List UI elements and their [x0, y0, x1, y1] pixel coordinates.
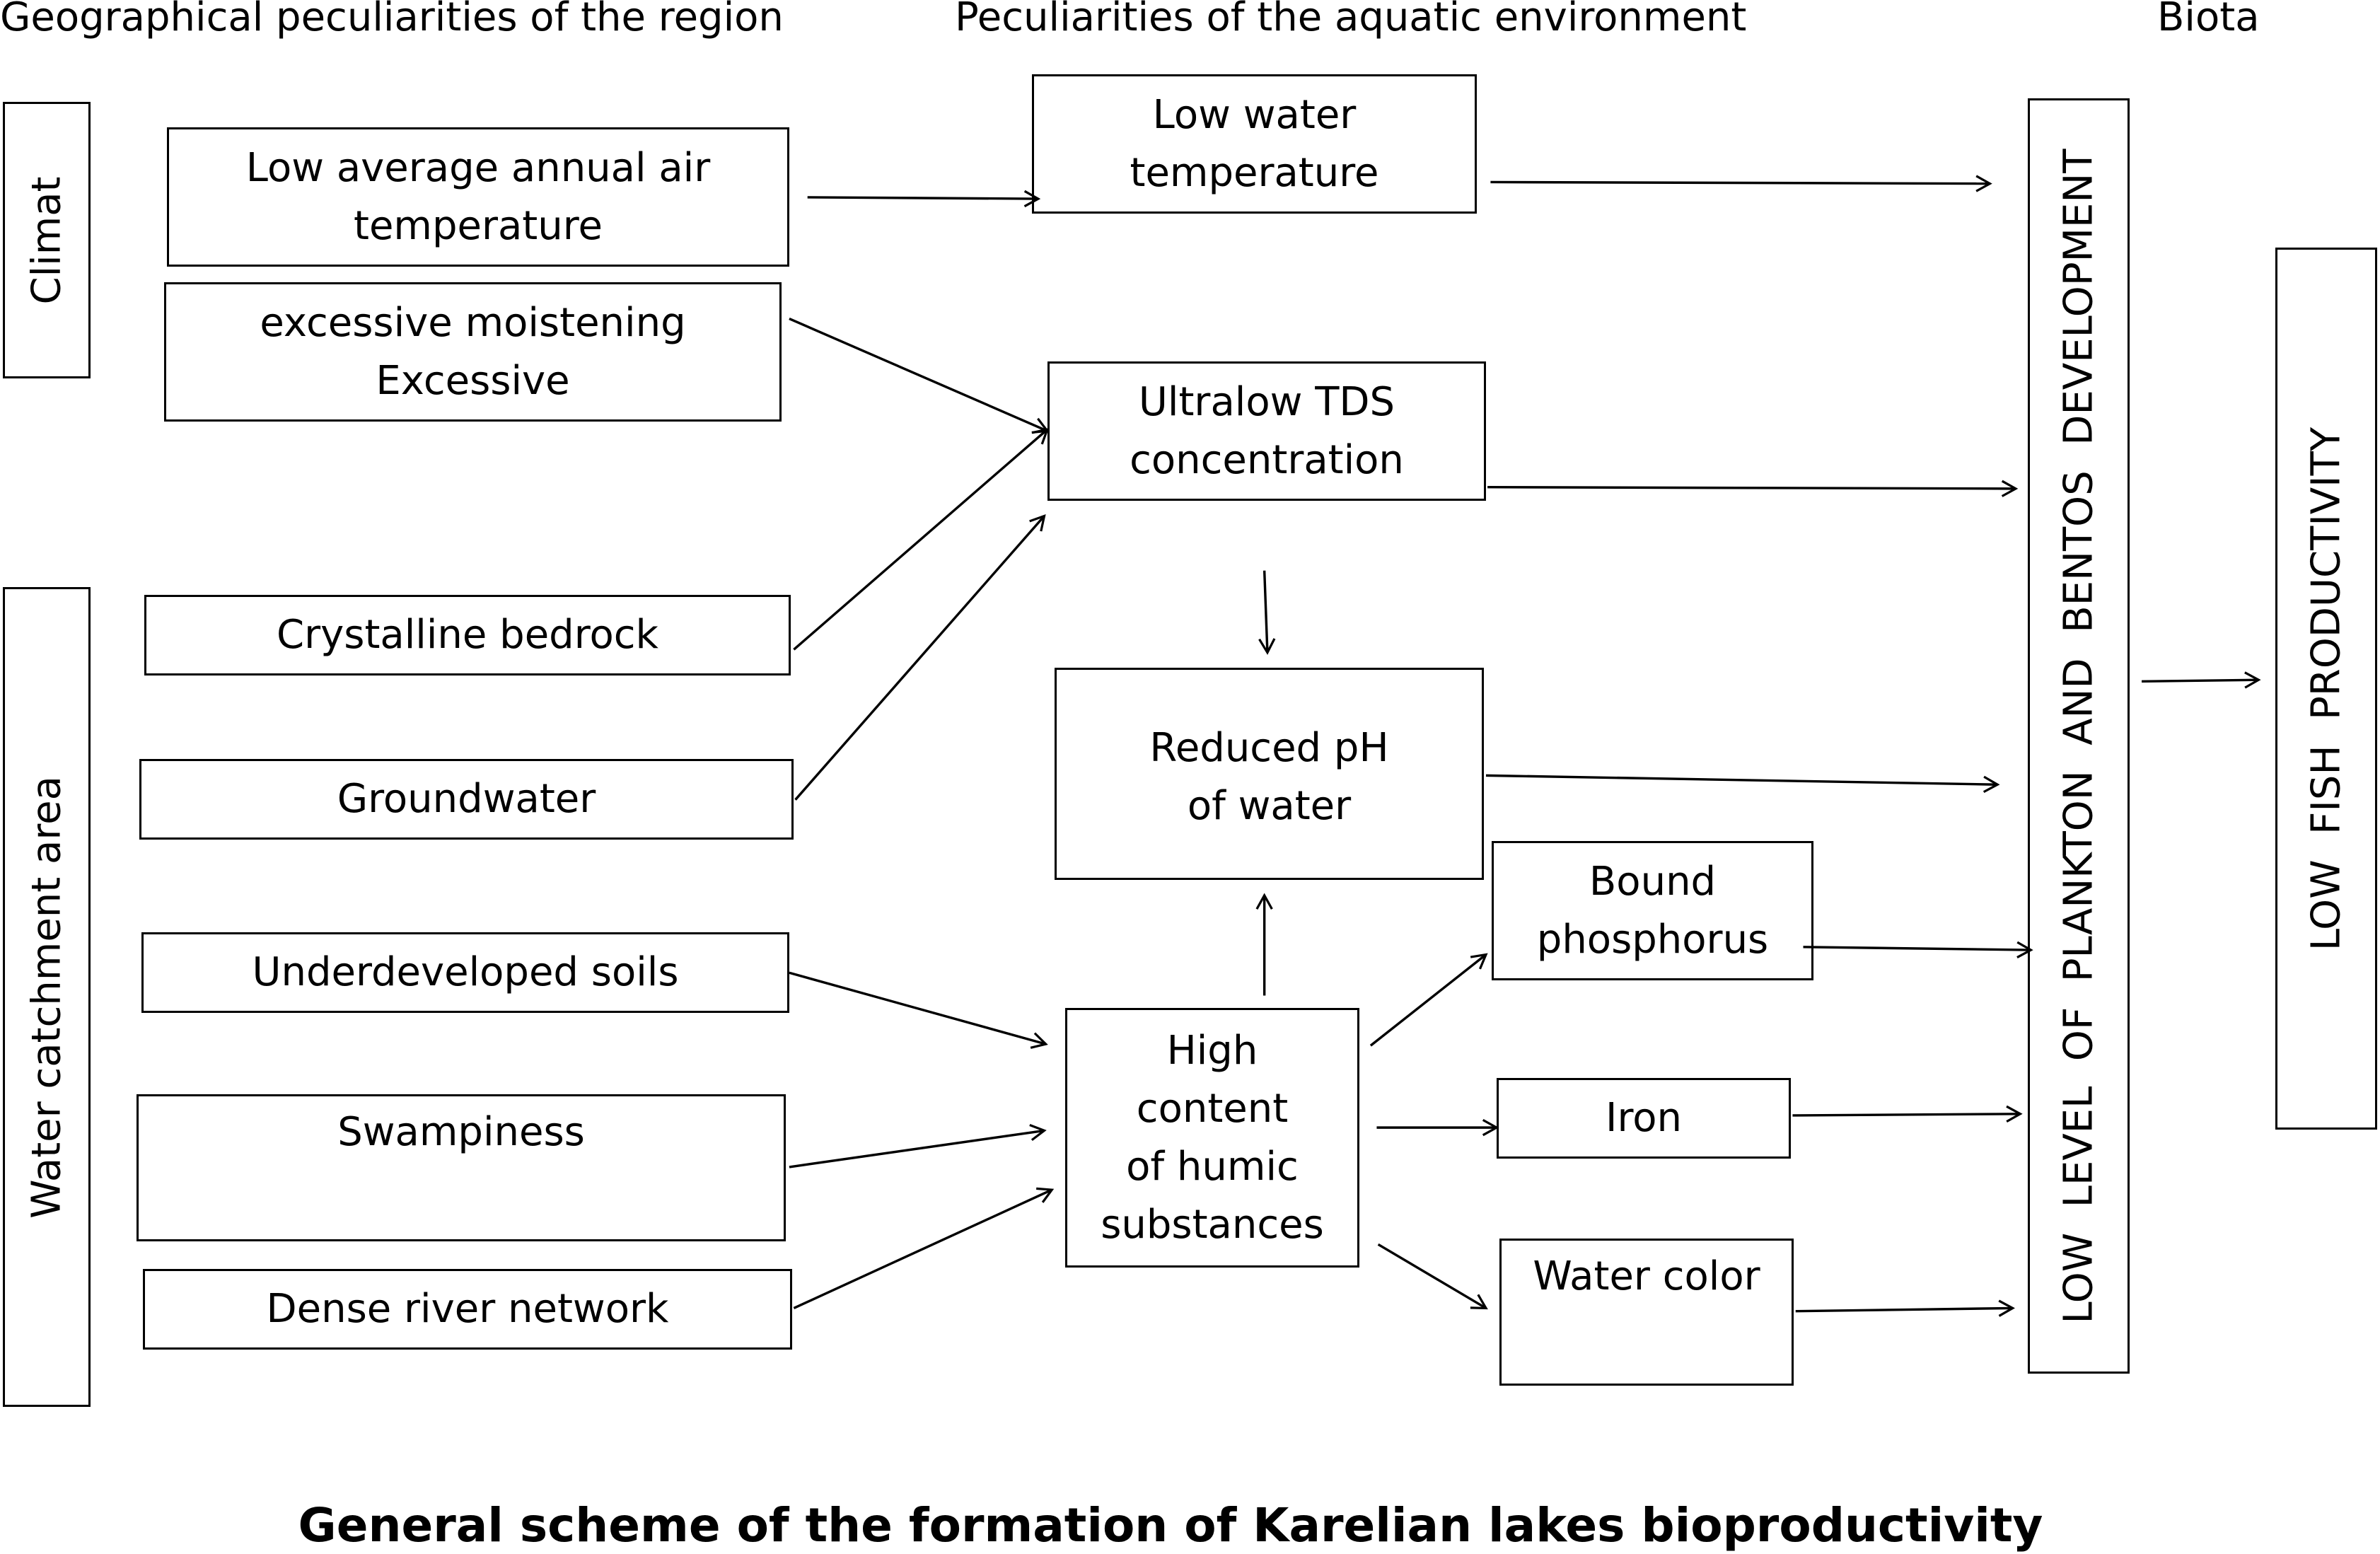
water-color-box: Water color: [1499, 1239, 1794, 1386]
climat-label: Climat: [23, 175, 70, 305]
arrow-phosphorus-to-plankton: [1803, 941, 2033, 958]
plankton-box: LOW LEVEL OF PLANKTON AND BENTOS DEVELOP…: [2028, 98, 2130, 1374]
river-box: Dense river network: [143, 1269, 792, 1350]
humic-box: High content of humic substances: [1065, 1008, 1359, 1268]
arrow-air-to-water-temp: [807, 190, 1041, 208]
groundwater-box: Groundwater: [139, 759, 794, 840]
moistening-box: excessive moistening Excessive: [164, 282, 782, 422]
catchment-group: Water catchment area: [3, 587, 91, 1407]
soils-box: Underdeveloped soils: [141, 932, 789, 1013]
phosphorus-box: Bound phosphorus: [1492, 841, 1813, 980]
iron-box: Iron: [1497, 1078, 1791, 1159]
climat-group: Climat: [3, 102, 91, 378]
arrow-groundwater-to-tds: [794, 514, 1046, 801]
arrow-humic-to-color: [1377, 1243, 1488, 1310]
swampiness-box: Swampiness: [137, 1094, 786, 1241]
air-temp-box: Low average annual air temperature: [167, 127, 789, 267]
ph-box: Reduced pH of water: [1055, 668, 1484, 880]
fish-box: LOW FISH PRODUCTIVITY: [2275, 248, 2377, 1130]
arrow-moistening-to-tds: [789, 317, 1050, 434]
arrow-humic-to-phosphorus: [1369, 953, 1488, 1047]
arrow-plankton-to-fish: [2142, 671, 2261, 689]
catchment-label: Water catchment area: [23, 775, 70, 1219]
arrow-bedrock-to-tds: [793, 428, 1050, 651]
water-temp-box: Low water temperature: [1032, 74, 1477, 214]
arrow-ph-to-plankton: [1485, 774, 2000, 794]
plankton-label: LOW LEVEL OF PLANKTON AND BENTOS DEVELOP…: [2055, 149, 2102, 1323]
bedrock-box: Crystalline bedrock: [144, 595, 791, 675]
arrow-swamp-to-humic: [789, 1124, 1047, 1169]
arrow-tds-to-plankton: [1487, 480, 2019, 497]
header-biota: Biota: [2157, 0, 2260, 40]
arrow-water-temp-to-plankton: [1490, 175, 1992, 192]
header-region: Geographical peculiarities of the region: [0, 0, 784, 40]
arrow-tds-to-ph: [1258, 570, 1276, 655]
arrow-soils-to-humic: [789, 971, 1048, 1049]
tds-box: Ultralow TDS concentration: [1047, 361, 1486, 501]
arrow-color-to-plankton: [1795, 1299, 2015, 1317]
fish-label: LOW FISH PRODUCTIVITY: [2303, 427, 2350, 951]
diagram-title: General scheme of the formation of Karel…: [298, 1498, 2043, 1553]
header-aquatic: Peculiarities of the aquatic environment: [955, 0, 1747, 40]
arrow-river-to-humic: [793, 1187, 1055, 1309]
arrow-iron-to-plankton: [1792, 1105, 2023, 1123]
